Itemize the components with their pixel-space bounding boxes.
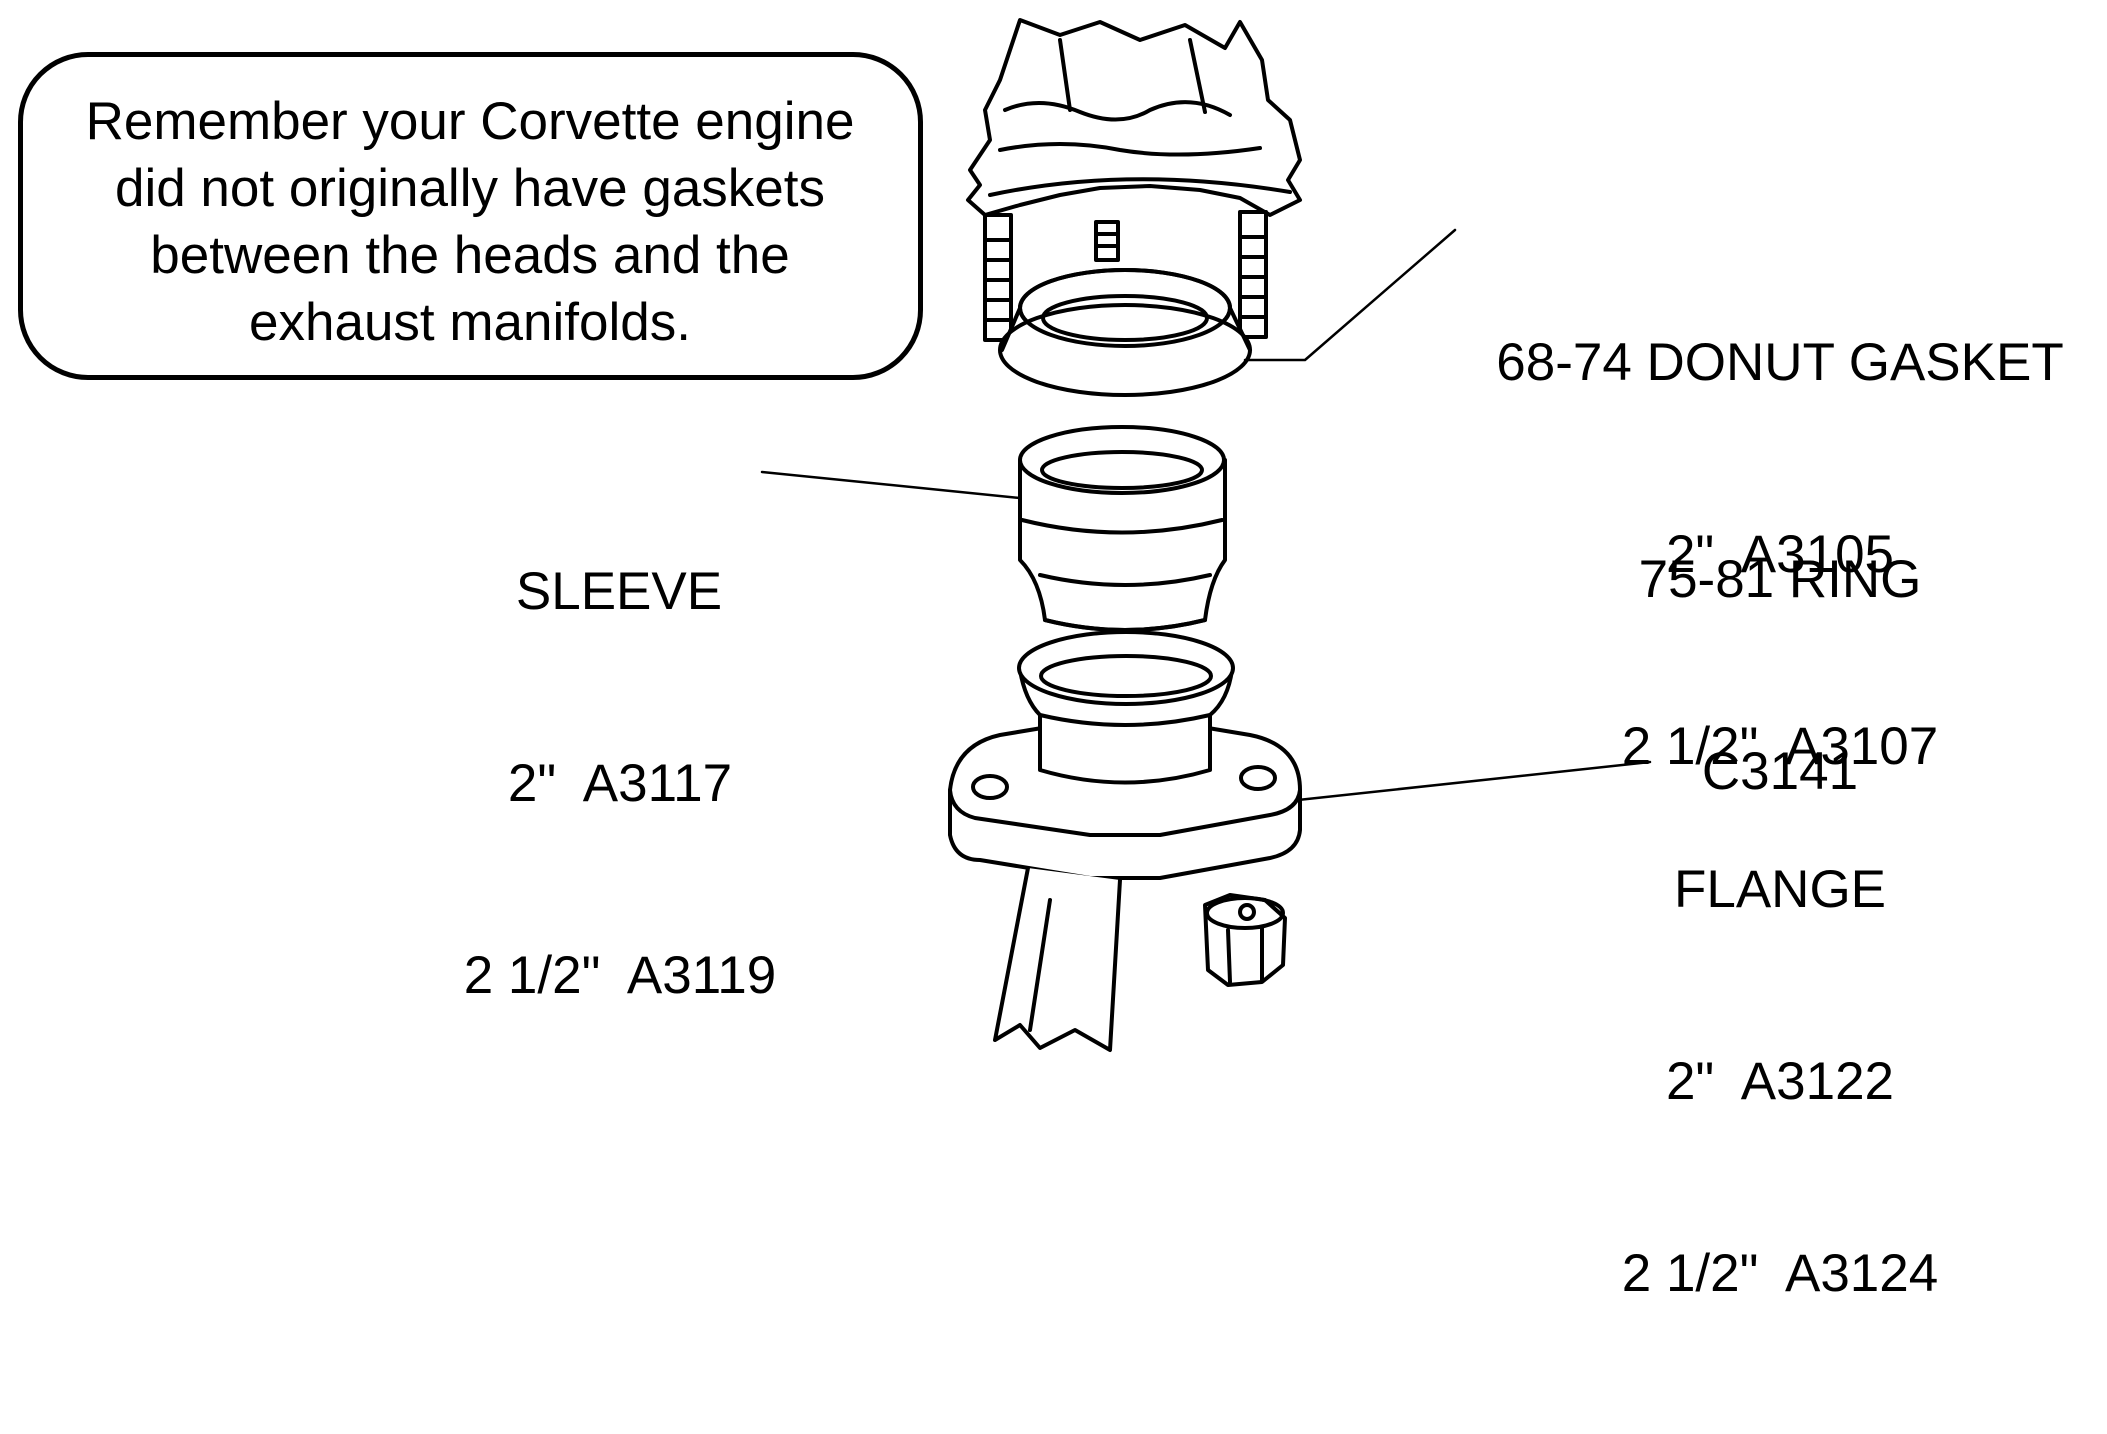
donut-gasket-part-2-5in: 2 1/2" A3107 xyxy=(1621,717,1939,776)
exhaust-pipe-drawing xyxy=(993,866,1122,1052)
ring-part-number: C3141 xyxy=(1701,742,1859,801)
donut-gasket-title: 68-74 DONUT GASKET xyxy=(1496,333,2064,392)
sleeve-drawing xyxy=(1018,425,1227,632)
leader-line-flange xyxy=(1296,760,1652,802)
note-callout-box xyxy=(18,52,923,380)
note-line: Remember your Corvette engine xyxy=(85,92,855,151)
flange-drawing xyxy=(948,630,1302,880)
note-line: did not originally have gaskets xyxy=(114,159,826,218)
sleeve-part-2-5in: 2 1/2" A3119 xyxy=(463,946,777,1005)
ring-label: 75-81 RING C3141 xyxy=(1580,420,1980,932)
donut-gasket-part-2in: 2" A3105 xyxy=(1665,525,1895,584)
exhaust-parts-diagram: Remember your Corvette engine did not or… xyxy=(18,18,2095,1303)
exhaust-manifold-drawing xyxy=(966,18,1302,342)
note-line: between the heads and the xyxy=(150,226,790,285)
note-line: exhaust manifolds. xyxy=(249,293,691,352)
nut-drawing xyxy=(1203,893,1287,987)
sleeve-title: SLEEVE xyxy=(515,562,723,621)
sleeve-part-2in: 2" A3117 xyxy=(507,754,733,813)
donut-gasket-drawing xyxy=(998,268,1252,397)
exhaust-assembly-illustration xyxy=(760,18,1652,1052)
leader-line-sleeve xyxy=(760,470,1022,500)
flange-part-2in: 2" A3122 xyxy=(1665,1052,1895,1111)
donut-gasket-label: 68-74 DONUT GASKET 2" A3105 2 1/2" A3107 xyxy=(1465,203,2095,907)
ring-title: 75-81 RING xyxy=(1638,550,1922,609)
flange-label: FLANGE 2" A3122 2 1/2" A3124 xyxy=(1580,730,1980,1434)
flange-title: FLANGE xyxy=(1673,860,1887,919)
leader-line-donut-gasket xyxy=(1243,228,1457,362)
sleeve-label: SLEEVE 2" A3117 2 1/2" A3119 xyxy=(420,432,820,1136)
note-text: Remember your Corvette engine did not or… xyxy=(40,88,900,356)
flange-part-2-5in: 2 1/2" A3124 xyxy=(1621,1244,1939,1303)
